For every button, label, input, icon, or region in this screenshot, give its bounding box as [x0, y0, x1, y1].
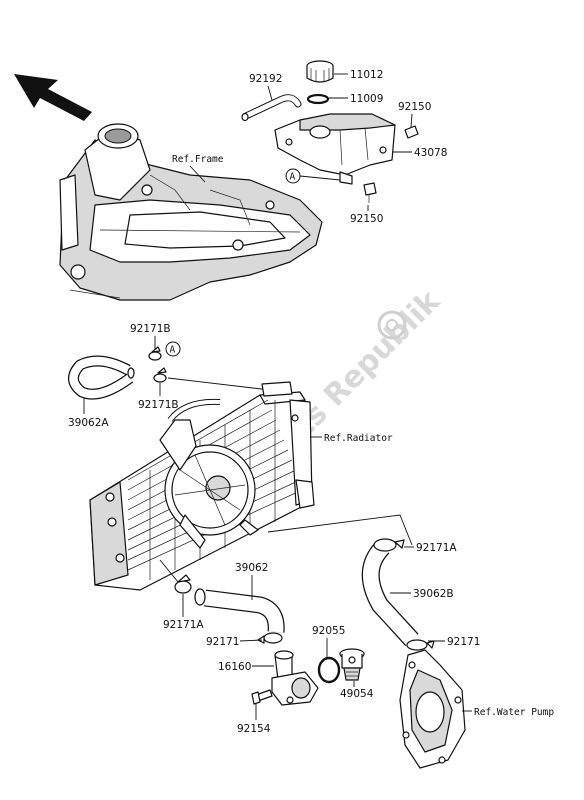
water-pump — [399, 649, 466, 769]
part-label-92154: 92154 — [237, 723, 271, 735]
part-label-92171A-right: 92171A — [416, 542, 457, 554]
thermostat-housing — [271, 650, 319, 706]
cooling-fan — [159, 398, 259, 549]
part-label-43078: 43078 — [414, 147, 447, 159]
part-label-92055: 92055 — [312, 625, 345, 637]
front-direction-arrow-icon — [14, 74, 92, 121]
hose-clamp-92171A-left — [174, 574, 192, 594]
ref-radiator-label: Ref.Radiator — [324, 433, 393, 444]
callout-a-top: A — [285, 168, 301, 184]
part-label-39062: 39062 — [235, 562, 268, 574]
hose-clamp-92171-left — [257, 632, 283, 644]
part-label-92171-left: 92171 — [206, 636, 239, 648]
hose-clamp-92171A-right — [373, 538, 405, 552]
part-label-39062A: 39062A — [68, 417, 109, 429]
bolt-top — [404, 125, 419, 139]
ref-frame-label: Ref.Frame — [172, 154, 224, 165]
part-label-49054: 49054 — [340, 688, 374, 700]
frame-illustration — [59, 123, 323, 301]
callout-a-top-text: A — [290, 172, 296, 183]
part-label-11009: 11009 — [350, 93, 383, 105]
ref-water-pump-label: Ref.Water Pump — [474, 707, 554, 718]
overflow-hose — [241, 94, 302, 122]
reservoir-cap — [306, 60, 334, 83]
part-label-92171B-top: 92171B — [130, 323, 171, 335]
lower-radiator-hose — [194, 588, 285, 633]
cap-gasket — [306, 93, 330, 105]
bolt-92154 — [251, 689, 273, 705]
o-ring — [317, 656, 341, 684]
upper-radiator-hose — [68, 355, 135, 400]
part-label-92171-right: 92171 — [447, 636, 480, 648]
hose-clamp-92171-right — [406, 639, 435, 651]
water-pump-hose — [361, 539, 419, 647]
callout-a-bottom-text: A — [170, 345, 176, 356]
part-label-92171B-bottom: 92171B — [138, 399, 179, 411]
part-label-11012: 11012 — [350, 69, 383, 81]
hose-clamp-92171B-bottom — [153, 367, 167, 383]
bolt-bottom — [363, 182, 377, 203]
callout-a-bottom: A — [165, 341, 181, 357]
part-label-92150-bottom: 92150 — [350, 213, 383, 225]
part-label-16160: 16160 — [218, 661, 251, 673]
part-label-92192: 92192 — [249, 73, 282, 85]
watermark-gear-icon — [377, 310, 407, 340]
part-label-92150-top: 92150 — [398, 101, 431, 113]
reservoir-tank — [274, 113, 396, 185]
part-label-39062B: 39062B — [413, 588, 454, 600]
thermostat — [339, 648, 365, 681]
part-label-92171A-left: 92171A — [163, 619, 204, 631]
